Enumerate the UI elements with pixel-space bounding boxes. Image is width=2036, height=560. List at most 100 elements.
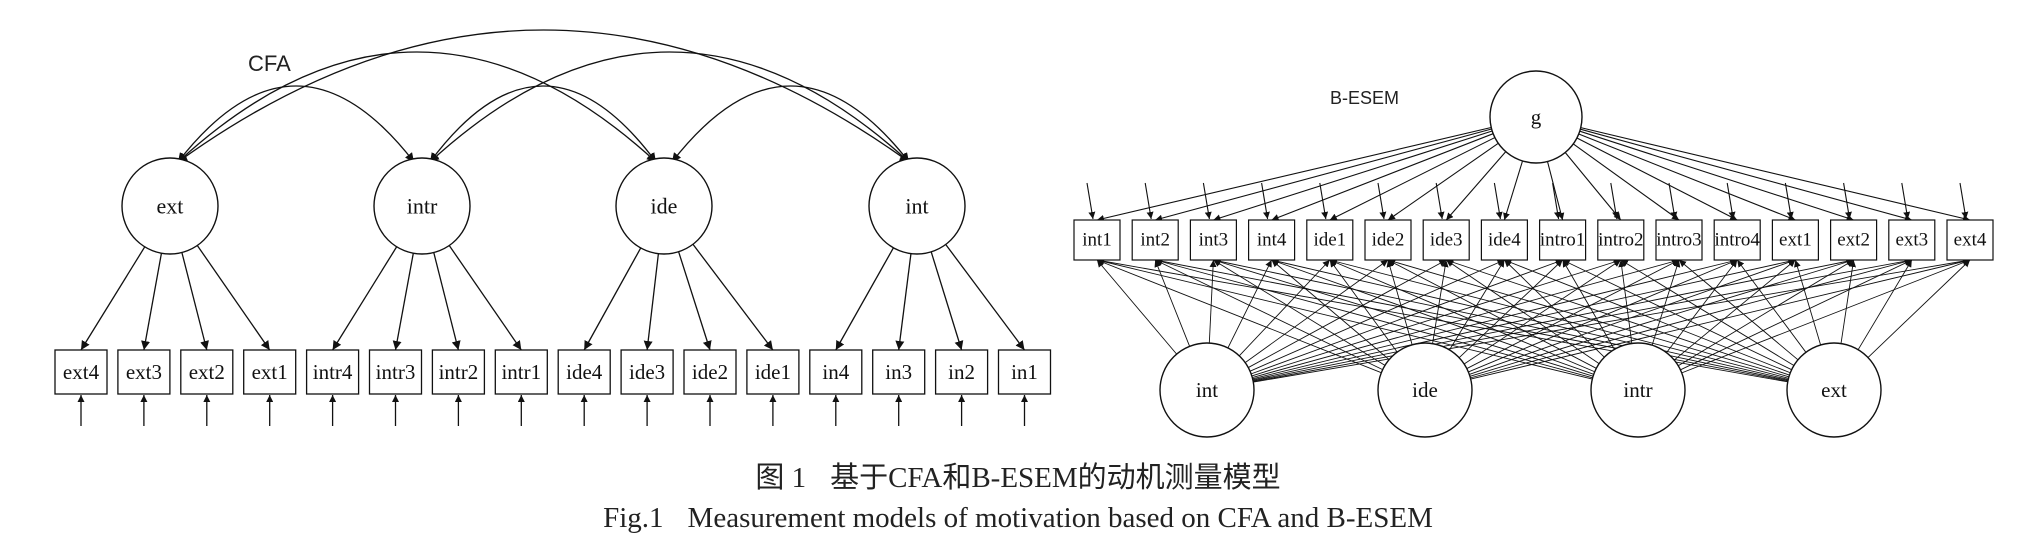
- indicator-label: int1: [1082, 230, 1112, 251]
- cfa-label: CFA: [248, 51, 291, 76]
- indicator-label: intr3: [376, 360, 416, 384]
- indicator-label: in3: [885, 360, 912, 384]
- indicator-label: ide3: [1430, 230, 1463, 251]
- indicator-box: [243, 349, 297, 395]
- indicator-label: intr2: [439, 360, 479, 384]
- loading-path: [332, 246, 398, 351]
- specific-factor-label: intr: [1623, 378, 1652, 402]
- specific-loading-path: [1840, 259, 1857, 344]
- specific-loading-path: [1213, 259, 1386, 366]
- covariance-arc: [177, 85, 415, 163]
- factor-circle: [615, 157, 713, 255]
- general-loading-path: [1564, 152, 1622, 221]
- indicator-label: ext2: [1837, 230, 1870, 251]
- indicator-box: [872, 349, 926, 395]
- caption-en-number: Fig.1: [603, 502, 664, 534]
- indicator-box: [1771, 219, 1820, 261]
- general-loading-path: [1445, 151, 1507, 221]
- indicator-box: [934, 349, 989, 395]
- specific-loading-path: [1470, 258, 1971, 380]
- indicator-label: int4: [1257, 230, 1287, 251]
- indicator-label: ext3: [1895, 230, 1928, 251]
- indicator-box: [1829, 219, 1878, 261]
- indicator-box: [1189, 219, 1238, 261]
- indicator-label: intr4: [313, 360, 353, 384]
- general-loading-path: [1580, 128, 1912, 222]
- indicator-box: [557, 349, 611, 395]
- specific-loading-path: [1250, 259, 1563, 375]
- indicator-box: [1306, 219, 1354, 261]
- indicator-label: intro1: [1540, 230, 1585, 251]
- indicator-label: ext4: [63, 360, 100, 384]
- specific-loading-path: [1445, 259, 1600, 365]
- loading-path: [930, 251, 964, 351]
- general-loading-path: [1213, 130, 1493, 222]
- specific-loading-path: [1155, 257, 1788, 382]
- specific-loading-path: [1857, 259, 1913, 350]
- error-arrow: [1843, 182, 1852, 220]
- general-loading-path: [1579, 130, 1854, 222]
- specific-loading-path: [1432, 259, 1449, 344]
- covariance-arc: [429, 85, 657, 163]
- indicator-box: [1422, 219, 1470, 261]
- indicator-label: int3: [1199, 230, 1229, 251]
- error-arrow: [1493, 182, 1503, 220]
- error-arrow: [1261, 182, 1270, 220]
- specific-factor-circle: [1590, 342, 1686, 438]
- loading-path: [392, 253, 414, 351]
- specific-loading-path: [1387, 259, 1597, 369]
- specific-loading-path: [1680, 259, 1912, 371]
- indicator-box: [1073, 219, 1121, 261]
- general-loading-path: [1576, 137, 1738, 221]
- specific-loading-path: [1562, 259, 1615, 350]
- specific-loading-path: [1794, 259, 1822, 346]
- specific-factor-circle: [1377, 342, 1473, 438]
- indicator-label: int2: [1140, 230, 1170, 251]
- specific-loading-path: [1673, 259, 1796, 361]
- general-loading-path: [1578, 133, 1796, 221]
- general-factor-circle: [1489, 70, 1583, 164]
- specific-loading-path: [1329, 259, 1595, 373]
- indicator-label: ide2: [1372, 230, 1405, 251]
- general-loading-path: [1503, 160, 1524, 221]
- specific-loading-path: [1387, 258, 1790, 378]
- indicator-label: ext1: [252, 360, 288, 384]
- general-loading-path: [1329, 137, 1496, 221]
- specific-loading-path: [1666, 259, 1738, 353]
- specific-loading-path: [1248, 259, 1447, 368]
- general-loading-path: [1546, 161, 1565, 221]
- besem-label: B-ESEM: [1330, 88, 1399, 108]
- indicator-label: ide2: [692, 360, 728, 384]
- specific-loading-path: [1208, 259, 1217, 344]
- indicator-box: [620, 349, 674, 395]
- specific-loading-path: [1155, 258, 1593, 379]
- specific-loading-path: [1562, 259, 1792, 371]
- specific-loading-path: [1096, 259, 1177, 355]
- error-arrow: [1377, 182, 1387, 220]
- error-arrow: [1784, 182, 1794, 220]
- specific-loading-path: [1213, 258, 1789, 381]
- general-loading-path: [1573, 143, 1680, 221]
- indicator-label: intro2: [1598, 230, 1643, 251]
- factor-label: intr: [407, 194, 438, 219]
- indicator-label: ide4: [1488, 230, 1521, 251]
- indicator-label: ext4: [1954, 230, 1987, 251]
- indicator-box: [54, 349, 108, 395]
- error-arrow: [1319, 182, 1329, 220]
- loading-path: [181, 252, 209, 351]
- indicator-box: [1655, 219, 1703, 261]
- specific-loading-path: [1867, 259, 1971, 358]
- error-arrow: [1668, 182, 1678, 220]
- specific-loading-path: [1469, 258, 1854, 377]
- besem-error-arrows: [1086, 182, 1969, 220]
- loading-path: [196, 245, 271, 351]
- indicator-label: in1: [1011, 360, 1038, 384]
- specific-loading-path: [1446, 258, 1790, 376]
- specific-loading-path: [1620, 259, 1795, 366]
- specific-loading-path: [1468, 259, 1738, 373]
- factor-label: ide: [651, 194, 678, 219]
